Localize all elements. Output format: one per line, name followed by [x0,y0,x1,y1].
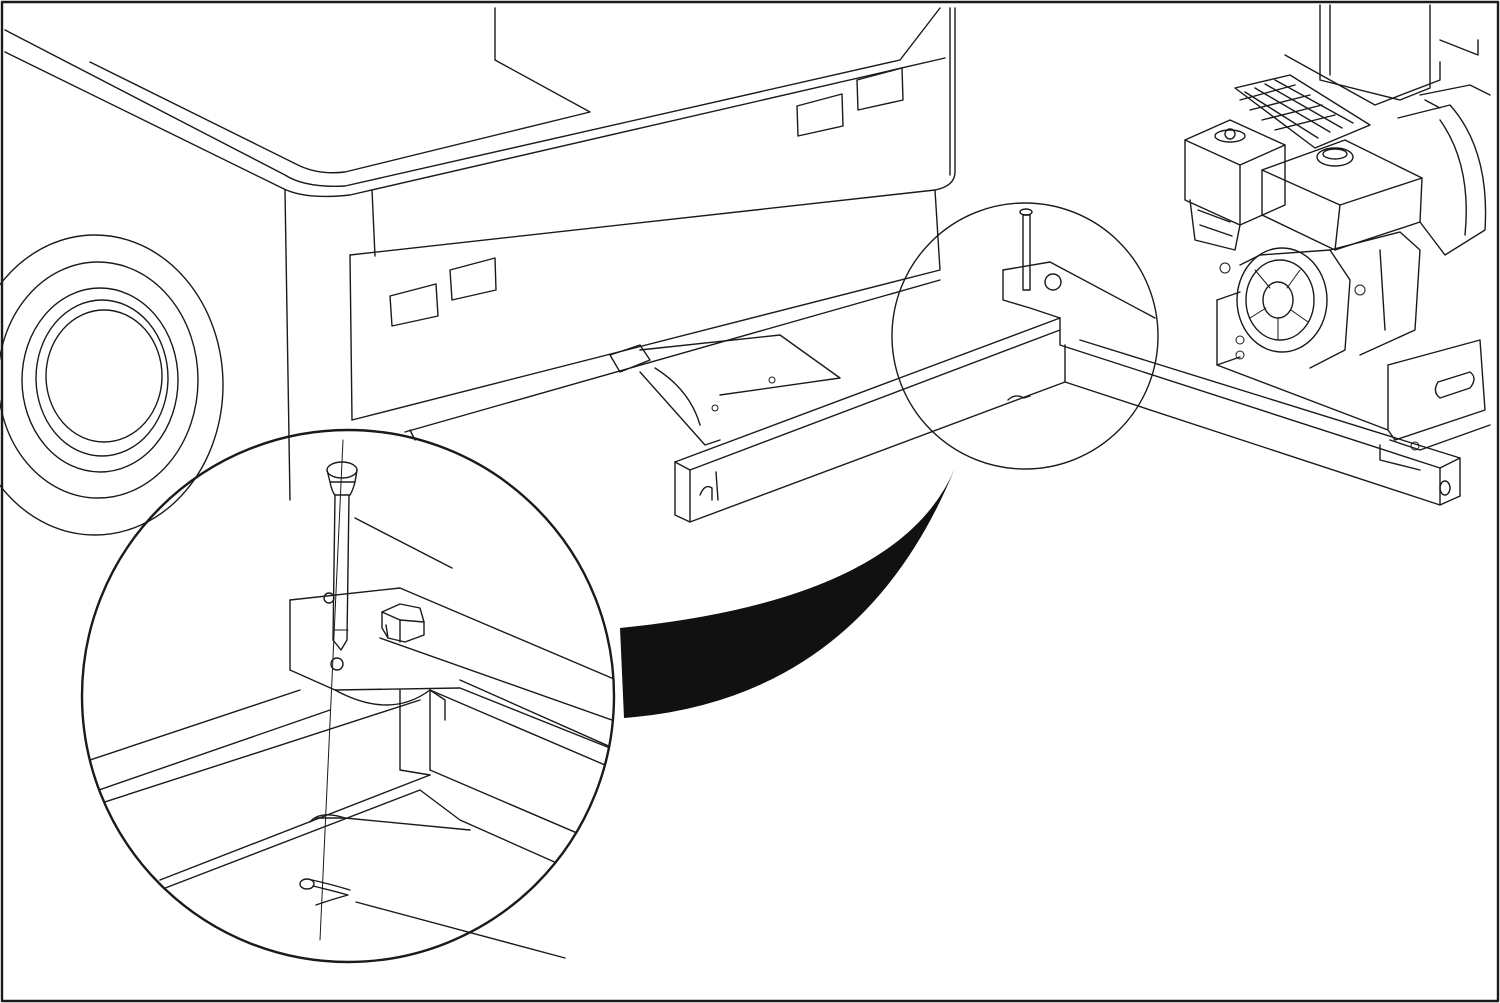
hex-bolt-icon [381,603,425,643]
hitch-pin-icon [326,461,358,651]
wheel-icon [0,234,224,536]
zoom-detail [80,428,616,964]
detail-marker-circle [891,202,1159,470]
leader-line-pin [354,517,453,569]
zoom-circle [80,428,616,964]
callout-pointer [620,468,955,718]
leader-line-clip [355,901,566,959]
engine-icon [1184,4,1491,471]
hairpin-clip-icon [299,878,351,906]
trailer-body-icon [0,7,956,536]
tongue-frame-icon [674,208,1461,523]
